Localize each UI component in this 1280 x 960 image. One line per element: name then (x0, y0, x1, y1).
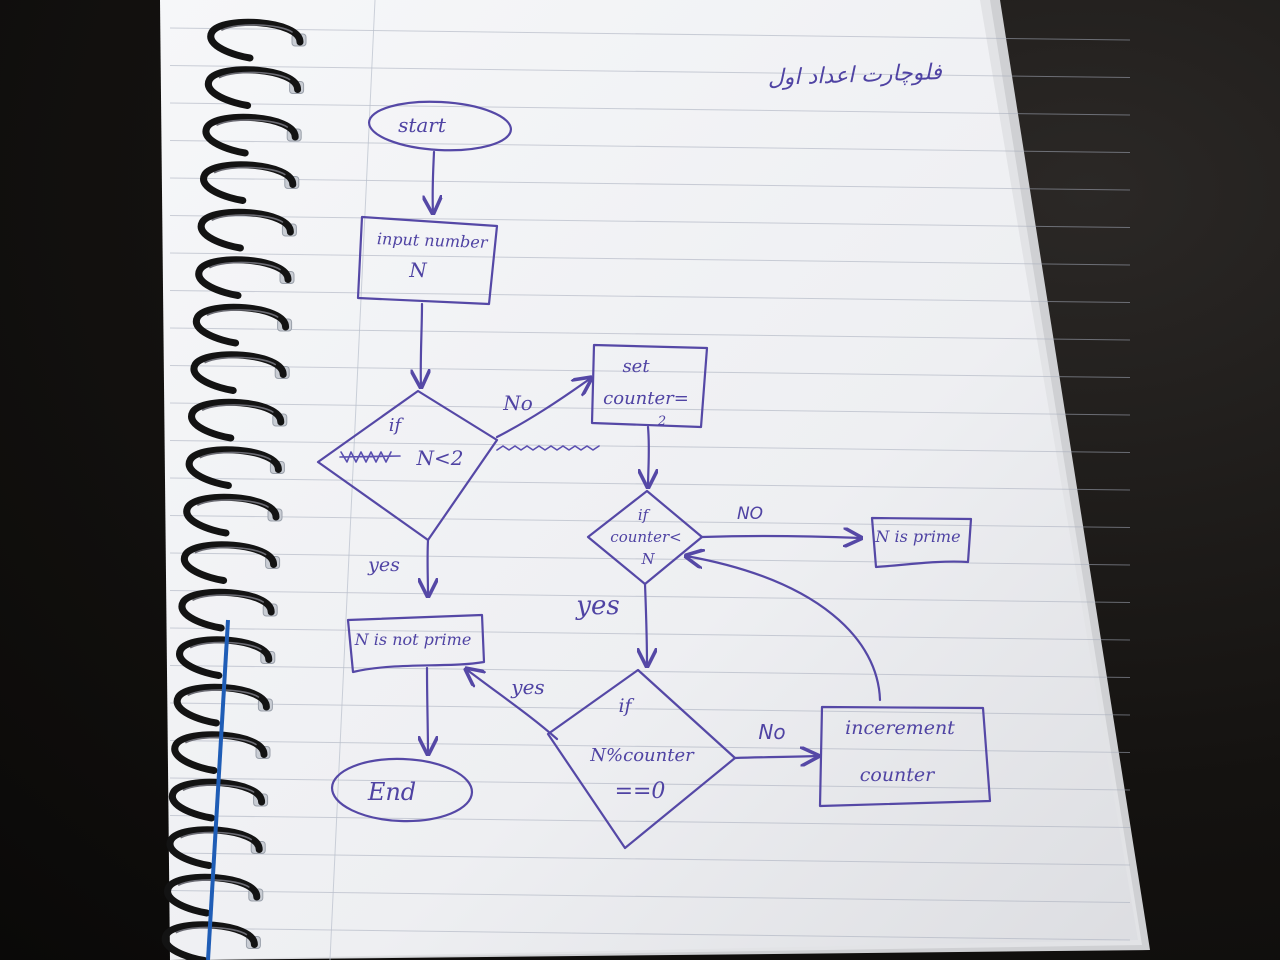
set-label-line2: counter= (603, 388, 689, 409)
decision-n-mod-counter: if N%counter ==0 (546, 668, 737, 850)
set-label-line1: set (622, 356, 650, 377)
ruled-line (169, 102, 1131, 116)
n-is-not-prime-label: N is not prime (354, 630, 472, 649)
ruled-line (169, 590, 1131, 603)
spiral-coil (161, 921, 261, 960)
start-label: start (398, 113, 447, 137)
spiral-coil (173, 683, 273, 727)
paper-stack (160, 0, 1150, 960)
decision1-condition: N<2 (416, 446, 464, 470)
scribble-no-line (496, 445, 600, 451)
input-label-line1: input number (377, 229, 490, 252)
spiral-coil (192, 303, 293, 347)
decision3-zero: ==0 (615, 779, 666, 804)
spiral-coil (200, 161, 300, 204)
spiral-coil (183, 493, 283, 537)
spiral-coil (202, 113, 302, 157)
ruled-line (169, 740, 1131, 753)
arrow-decision2-to-prime (700, 536, 861, 538)
arrow-decision1-to-set (495, 378, 591, 439)
arrow-decision3-to-increment (733, 756, 818, 758)
arrow-decision2-to-decision3 (645, 582, 647, 666)
scribble-mark (339, 451, 401, 463)
ruled-line (169, 177, 1131, 191)
spiral-coil (188, 398, 288, 442)
decision3-if: if (618, 695, 634, 717)
increment-label-line1: incerement (845, 717, 955, 739)
spiral-coil (204, 66, 305, 109)
ruled-line (169, 402, 1131, 416)
spiral-coil (178, 588, 278, 632)
n-is-prime-node: N is prime (870, 516, 973, 569)
end-node: End (330, 757, 474, 823)
increment-label-line2: counter (860, 764, 936, 786)
ruled-line (169, 65, 1131, 78)
arrow-increment-to-decision2 (686, 556, 882, 702)
n-is-prime-label: N is prime (874, 527, 960, 546)
spiral-coil (168, 778, 269, 822)
arrow-start-to-input (433, 150, 434, 213)
end-label: End (367, 778, 416, 806)
label-yes-2: yes (575, 591, 619, 621)
arrow-not-prime-to-end (427, 666, 428, 754)
ruled-line (169, 815, 1131, 828)
increment-counter-node: incerement counter (818, 705, 992, 808)
ruled-line (169, 852, 1131, 866)
ruled-line (169, 252, 1131, 266)
spiral-coil (164, 873, 264, 917)
ruled-line (169, 327, 1131, 341)
label-yes-1: yes (367, 554, 400, 576)
ruled-line (169, 777, 1131, 791)
spiral-coil (195, 256, 295, 299)
ruled-line (169, 665, 1131, 678)
n-is-not-prime-node: N is not prime (346, 613, 486, 674)
ruled-line (169, 290, 1131, 303)
arrow-set-to-decision2 (648, 425, 649, 487)
input-node: input number N (356, 215, 499, 306)
spiral-coil (171, 731, 271, 774)
spiral-coil (180, 541, 281, 584)
arrow-input-to-decision1 (421, 302, 422, 387)
decision2-n: N (640, 550, 655, 568)
spiral-coil (197, 208, 297, 252)
ruled-line (169, 215, 1131, 228)
ruled-line (169, 890, 1131, 903)
spiral-coil (185, 446, 285, 489)
set-counter-node: set counter= 2 (590, 343, 709, 429)
label-no-2: NO (737, 504, 763, 524)
ruled-line (169, 552, 1131, 566)
ruled-line (169, 927, 1131, 941)
decision3-condition: N%counter (589, 745, 695, 766)
start-node: start (367, 100, 513, 152)
ruled-line (169, 440, 1131, 453)
spiral-binding (161, 18, 307, 960)
decision2-condition: counter< (610, 528, 681, 546)
spiral-coil (207, 18, 307, 62)
spiral-coil (166, 826, 266, 869)
ruled-line (169, 627, 1131, 641)
decision2-if: if (638, 506, 651, 524)
decision-n-less-than-2: if N<2 (316, 389, 499, 542)
blue-pen (206, 619, 230, 960)
page-title: فلوچارت اعداد اول (767, 60, 942, 91)
ruled-line (169, 140, 1131, 153)
decision1-if: if (389, 415, 405, 436)
label-yes-3: yes (510, 675, 544, 699)
ruled-line (169, 27, 1131, 41)
arrow-decision3-to-not-prime (466, 669, 559, 741)
spiral-coil (190, 351, 290, 394)
label-no-1: No (502, 391, 533, 415)
input-label-line2: N (408, 258, 428, 282)
ruled-line (169, 702, 1131, 716)
set-label-line3: 2 (657, 414, 666, 429)
ruled-line (169, 365, 1131, 378)
label-no-3: No (758, 720, 785, 744)
